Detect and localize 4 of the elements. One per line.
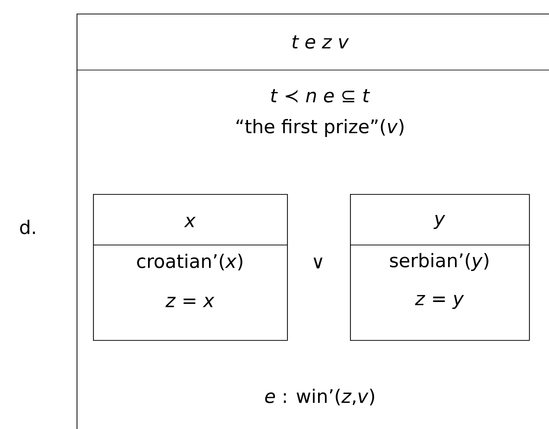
example-label: d. bbox=[20, 220, 35, 234]
sub-drs-box: y serbian’(y) z = y bbox=[350, 194, 530, 341]
sub-drs-box: x croatian’(x) z = x bbox=[92, 194, 288, 341]
disjunction-symbol: ∨ bbox=[314, 258, 322, 268]
